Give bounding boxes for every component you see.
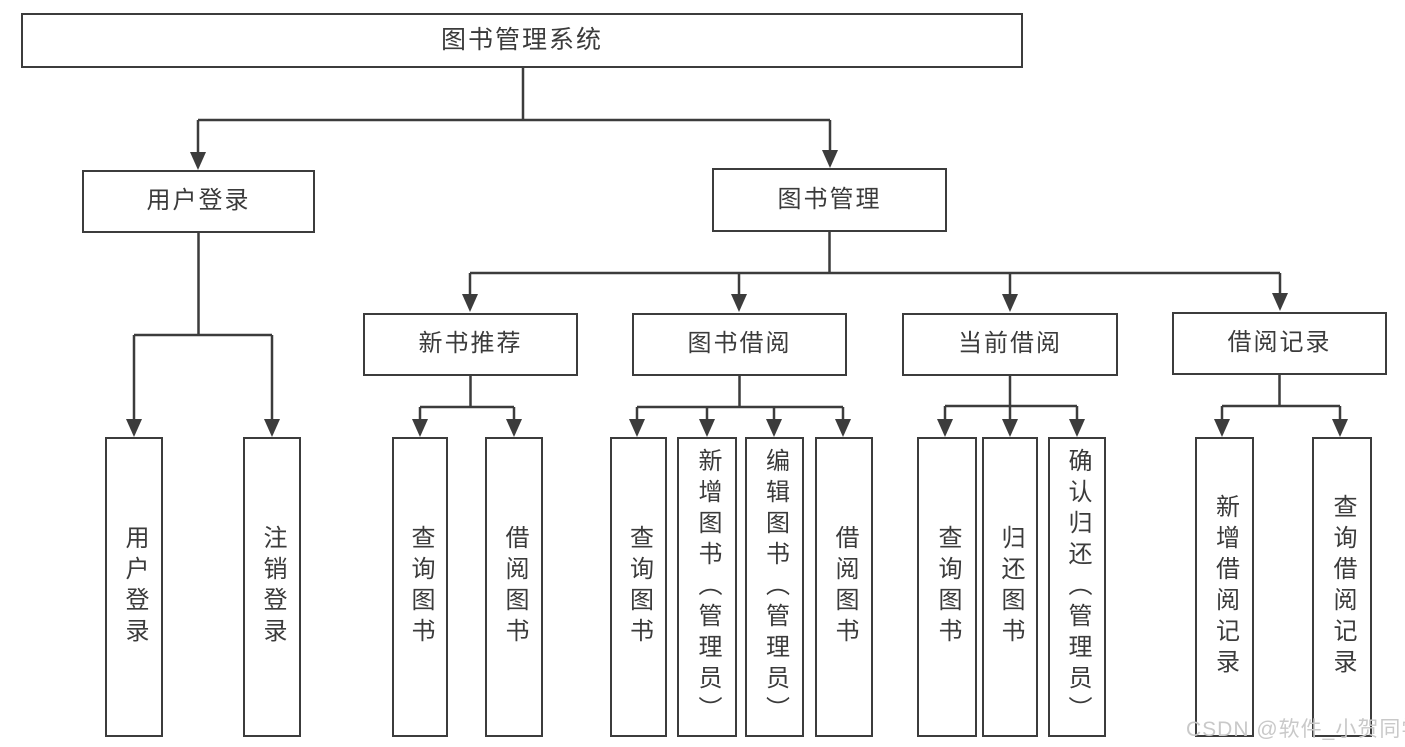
arrowhead [1332, 419, 1348, 437]
node-leaf-query-books-borrow: 查询图书 [610, 437, 667, 737]
arrowhead [264, 419, 280, 437]
node-book-borrow: 图书借阅 [632, 313, 847, 376]
arrowhead [1002, 419, 1018, 437]
connector-root-to-level2 [196, 68, 832, 152]
arrowhead [699, 419, 715, 437]
node-current-borrow: 当前借阅 [902, 313, 1118, 376]
arrowhead [190, 152, 206, 170]
node-leaf-borrow-books-recommend: 借阅图书 [485, 437, 543, 737]
arrowhead [629, 419, 645, 437]
arrowhead [1214, 419, 1230, 437]
connector-book-borrow-children [635, 376, 845, 420]
arrowhead [1002, 294, 1018, 312]
connector-current-borrow-children [943, 376, 1079, 420]
watermark: CSDN @软件_小贺同学 [1186, 718, 1405, 741]
arrowhead [1069, 419, 1085, 437]
node-leaf-add-borrow-record: 新增借阅记录 [1195, 437, 1254, 737]
node-book-management: 图书管理 [712, 168, 947, 232]
arrowhead [506, 419, 522, 437]
node-leaf-borrow-books: 借阅图书 [815, 437, 873, 737]
node-user-login: 用户登录 [82, 170, 315, 233]
arrowhead [412, 419, 428, 437]
connector-user-login-children [132, 233, 274, 419]
connector-borrow-records-children [1220, 375, 1342, 420]
node-borrow-records: 借阅记录 [1172, 312, 1387, 375]
connector-book-management-children [468, 232, 1282, 294]
node-new-book-recommend: 新书推荐 [363, 313, 578, 376]
node-library-system: 图书管理系统 [21, 13, 1023, 68]
node-leaf-logout: 注销登录 [243, 437, 301, 737]
node-leaf-return-books: 归还图书 [982, 437, 1038, 737]
arrowhead [1272, 293, 1288, 311]
arrowhead [822, 150, 838, 168]
node-leaf-confirm-return-admin: 确认归还（管理员） [1048, 437, 1106, 737]
arrowhead [731, 294, 747, 312]
node-leaf-add-books-admin: 新增图书（管理员） [677, 437, 737, 737]
node-leaf-edit-books-admin: 编辑图书（管理员） [745, 437, 804, 737]
connector-new-book-children [418, 376, 516, 420]
arrowhead [126, 419, 142, 437]
node-leaf-user-login: 用户登录 [105, 437, 163, 737]
node-leaf-query-books-recommend: 查询图书 [392, 437, 448, 737]
arrowhead [462, 294, 478, 312]
arrowhead [835, 419, 851, 437]
node-leaf-query-borrow-record: 查询借阅记录 [1312, 437, 1372, 737]
arrowhead [937, 419, 953, 437]
arrowhead [766, 419, 782, 437]
node-leaf-query-books-current: 查询图书 [917, 437, 977, 737]
